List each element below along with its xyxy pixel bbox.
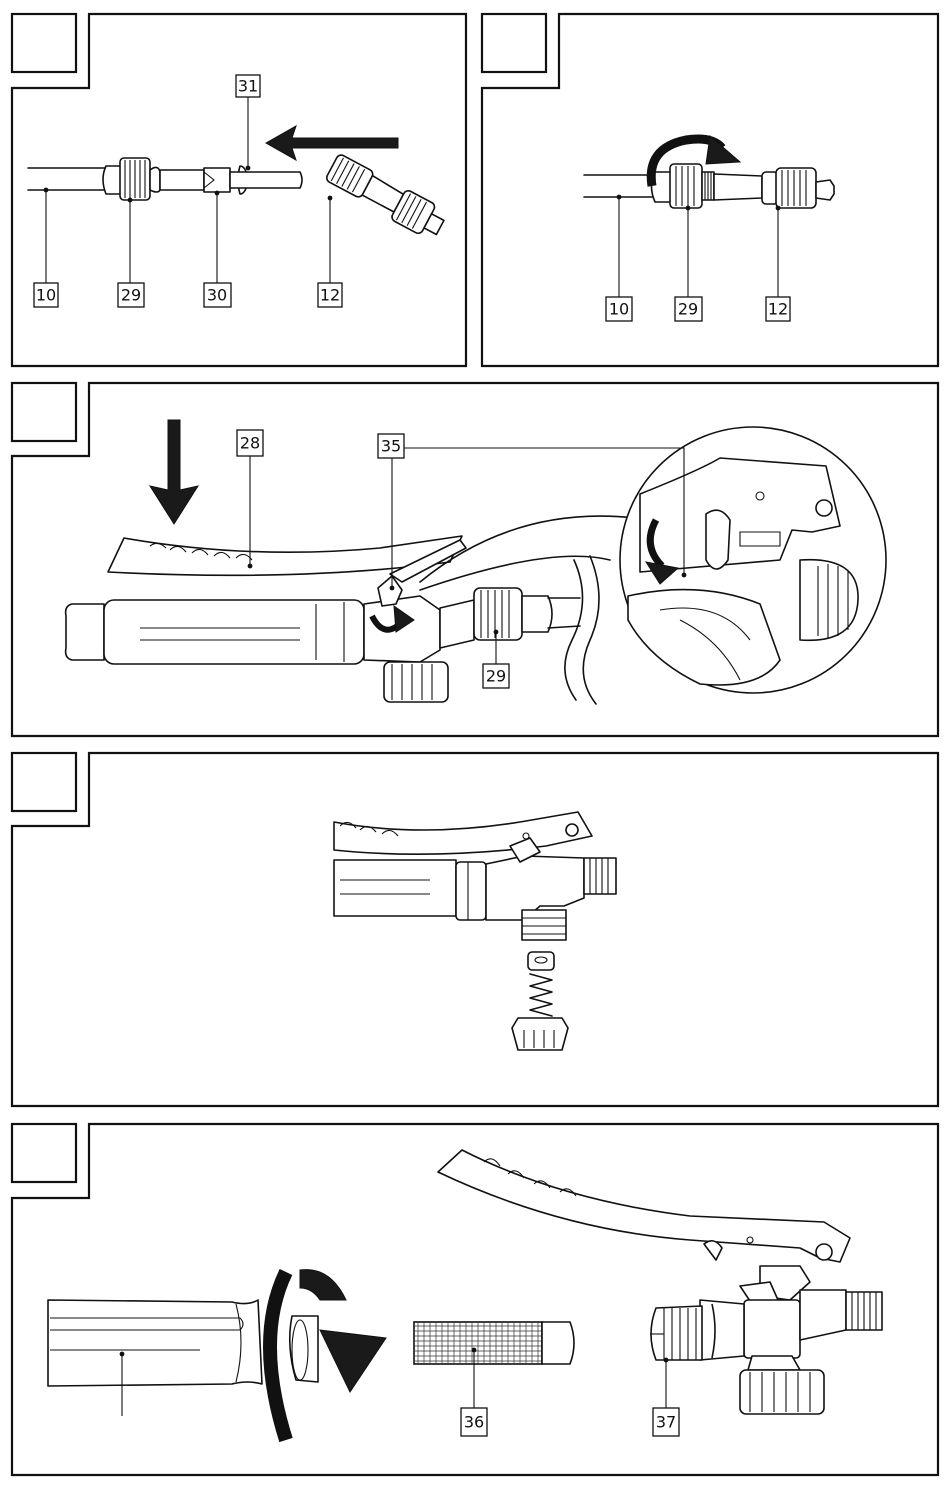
panel-3-number-box: [12, 383, 76, 441]
label-35: 35: [381, 437, 401, 456]
label-37: 37: [656, 1413, 676, 1432]
label-30: 30: [207, 286, 227, 305]
label-12: 12: [768, 300, 788, 319]
label-36: 36: [464, 1413, 484, 1432]
panel-5-filter: 36 37: [12, 1124, 938, 1475]
label-29: 29: [678, 300, 698, 319]
panel-5-number-box: [12, 1124, 76, 1182]
panel-1-number-box: [12, 14, 76, 72]
panel-2-number-box: [482, 14, 546, 72]
label-10: 10: [609, 300, 629, 319]
panel-1-attach-nozzle: 10 29 30 12 31: [12, 14, 466, 366]
panel-4-valve-parts: [12, 753, 938, 1106]
panel-3-handle-lock: 28 35 29: [12, 383, 938, 736]
label-28: 28: [240, 434, 260, 453]
panel-2-tighten-nut: 10 29 12: [482, 14, 938, 366]
label-29: 29: [121, 286, 141, 305]
label-31: 31: [238, 77, 258, 96]
label-12: 12: [320, 286, 340, 305]
label-10: 10: [36, 286, 56, 305]
label-29: 29: [486, 667, 506, 686]
panel-4-number-box: [12, 753, 76, 811]
